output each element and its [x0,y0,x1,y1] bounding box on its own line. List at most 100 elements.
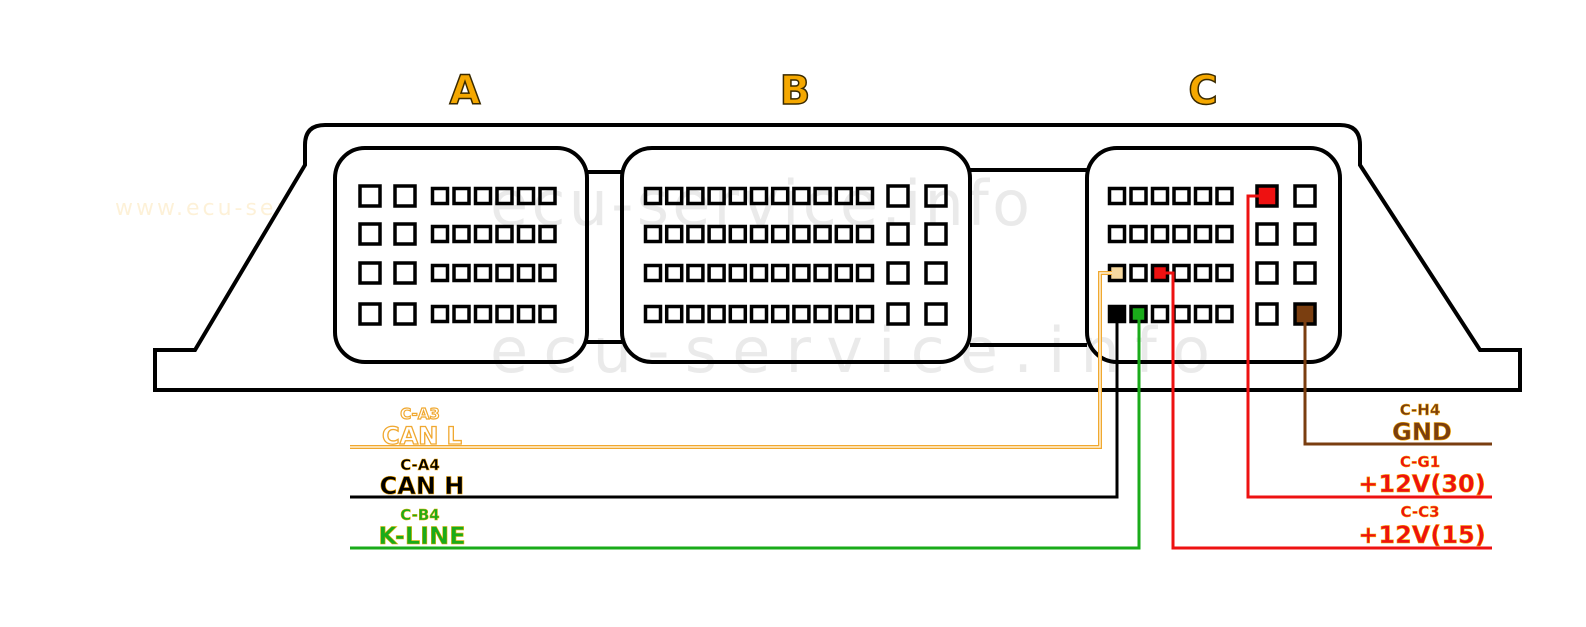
pin-b-r3-c6 [749,263,769,283]
pin-b-r2-c8 [792,224,811,244]
pin-b-r3-c13 [924,261,948,285]
pin-b-r1-c6 [749,186,769,206]
pin-code-can-l: C-A3 [400,405,440,423]
pin-b-r4-c12 [886,302,910,326]
pin-b-r2-c11 [855,224,875,244]
pin-a-r1-c5 [473,186,493,206]
pin-b-r4-c9 [813,304,832,324]
pin-c-r1-c8 [1293,184,1317,208]
pin-b-r4-c13 [924,302,948,326]
wire-can-h [350,318,1119,499]
pin-c-r2-c6 [1215,224,1234,244]
pin-c-r2-c2 [1129,224,1148,244]
pin-b-r1-c9 [813,186,832,206]
pin-b-r1-c12 [886,184,910,208]
pin-c-r3-c7 [1255,261,1279,285]
pin-b-r4-c10 [834,304,854,324]
function-gnd: GND [1392,418,1452,446]
pin-c-r2-c5 [1193,224,1213,244]
pin-b-r2-c4 [707,224,726,244]
pin-b-r2-c7 [770,224,790,244]
pin-c-r4-c6 [1215,304,1234,324]
pin-a-r4-c2 [393,302,417,326]
watermark: ecu-service.info [490,314,1210,387]
pin-a-r2-c2 [393,222,417,246]
pin-a-r1-c8 [538,186,557,206]
pin-a-r1-c7 [516,186,536,206]
pin-b-r2-c13 [924,222,948,246]
pin-c-r1-c4 [1172,186,1191,206]
pin-a-r2-c1 [358,222,382,246]
pin-code-12v-30: C-G1 [1400,453,1440,471]
pin-b-r2-c5 [728,224,748,244]
pin-b-r1-c2 [664,186,684,206]
function-k-line: K-LINE [378,522,465,550]
pin-b-r4-c11 [855,304,875,324]
pin-c-r1-c2 [1129,186,1148,206]
pin-a-r3-c6 [495,263,514,283]
pin-b-r3-c3 [686,263,705,283]
pin-b-r3-c11 [855,263,875,283]
function-12v-15: +12V(15) [1358,521,1485,549]
pin-a-r4-c6 [495,304,514,324]
pin-b-r2-c9 [813,224,832,244]
pin-b-r3-c7 [770,263,790,283]
pin-code-k-line: C-B4 [400,506,439,524]
pin-b-r1-c7 [770,186,790,206]
pin-code-gnd: C-H4 [1400,401,1441,419]
pin-a-r3-c8 [538,263,557,283]
pin-b-r2-c10 [834,224,854,244]
pin-c-r3-c6 [1215,263,1234,283]
function-can-l: CAN L [382,422,462,450]
pin-a-r1-c6 [495,186,514,206]
pin-c-r4-c5 [1193,304,1213,324]
pin-c-r2-c3 [1150,224,1170,244]
function-12v-30: +12V(30) [1358,470,1485,498]
pin-c-r3-c2 [1129,263,1148,283]
pin-c-r2-c1 [1107,224,1127,244]
pin-b-r4-c4 [707,304,726,324]
pin-a-r3-c3 [430,263,450,283]
function-can-h: CAN H [380,472,465,500]
pin-b-r2-c1 [643,224,663,244]
pin-c-r2-c7 [1255,222,1279,246]
pin-a-r2-c7 [516,224,536,244]
pin-a-r4-c4 [452,304,471,324]
pin-a-r3-c4 [452,263,471,283]
pin-a-r1-c4 [452,186,471,206]
pin-b-r4-c3 [686,304,705,324]
pin-b-r4-c1 [643,304,663,324]
pin-a-r2-c3 [430,224,450,244]
pin-c-r1-c5 [1193,186,1213,206]
pin-b-r4-c6 [749,304,769,324]
pin-b-r3-c4 [707,263,726,283]
pin-b-r2-c2 [664,224,684,244]
pin-c-r1-c1 [1107,186,1127,206]
pin-b-r2-c3 [686,224,705,244]
pin-a-r4-c8 [538,304,557,324]
watermark: ecu-service.info [490,167,1030,240]
pin-c-r3-c4 [1172,263,1191,283]
wire-12v-15 [1165,271,1492,550]
pin-b-r1-c13 [924,184,948,208]
pin-a-r4-c3 [430,304,450,324]
pin-b-r3-c9 [813,263,832,283]
connector-c-label: C [1188,68,1217,114]
pin-b-r2-c12 [886,222,910,246]
pin-b-r3-c1 [643,263,663,283]
pin-a-r3-c1 [358,261,382,285]
pin-code-12v-15: C-C3 [1400,503,1439,521]
pin-b-r1-c8 [792,186,811,206]
connector-a-label: A [450,68,481,114]
pin-a-r1-c2 [393,184,417,208]
pin-b-r1-c3 [686,186,705,206]
pin-a-r3-c5 [473,263,493,283]
pin-b-r1-c5 [728,186,748,206]
pin-c-r3-c5 [1193,263,1213,283]
pin-a-r4-c1 [358,302,382,326]
pin-b-r1-c10 [834,186,854,206]
pin-a-r4-c5 [473,304,493,324]
pin-code-can-h: C-A4 [400,456,440,474]
pin-b-r1-c4 [707,186,726,206]
